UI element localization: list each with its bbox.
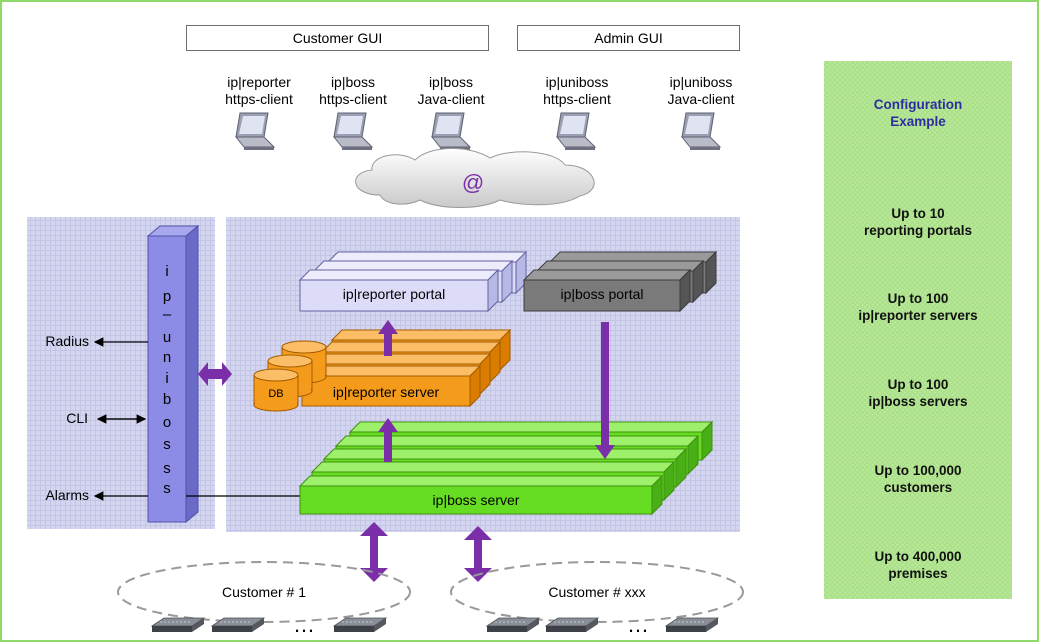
admin-gui-box: Admin GUI bbox=[517, 25, 740, 51]
boss-server-stack bbox=[298, 420, 714, 516]
config-item: Up to 10 reporting portals bbox=[824, 205, 1012, 239]
config-title: Configuration Example bbox=[824, 96, 1012, 130]
client-type: https-client bbox=[543, 91, 611, 107]
config-item-label: reporting portals bbox=[863, 223, 972, 238]
cli-label: CLI bbox=[66, 410, 88, 426]
radius-label: Radius bbox=[45, 333, 89, 349]
up-arrow-icon bbox=[378, 320, 398, 356]
uniboss-letter: s bbox=[163, 436, 171, 453]
client-name: ip|boss bbox=[330, 74, 376, 90]
customer-last-label: Customer # xxx bbox=[548, 584, 646, 600]
client-type: https-client bbox=[225, 91, 293, 107]
boss-server-label: ip|boss server bbox=[432, 492, 520, 508]
config-item-label: ip|reporter servers bbox=[858, 308, 978, 323]
customer-first-label: Customer # 1 bbox=[221, 584, 307, 600]
config-item-value: Up to 100 bbox=[887, 377, 949, 392]
flow-arrows bbox=[360, 320, 615, 582]
reporter-server-stack bbox=[300, 328, 512, 408]
database-icon bbox=[253, 340, 327, 412]
client-label: ip|uniboss Java-client bbox=[668, 74, 735, 108]
client-type: https-client bbox=[319, 91, 387, 107]
client-label: ip|reporter https-client bbox=[225, 74, 293, 108]
client-type: Java-client bbox=[417, 91, 485, 107]
config-panel bbox=[824, 61, 1012, 599]
alarms-label: Alarms bbox=[45, 487, 89, 503]
uniboss-letter: s bbox=[163, 480, 171, 497]
config-item: Up to 400,000 premises bbox=[824, 548, 1012, 582]
config-item: Up to 100,000 customers bbox=[824, 462, 1012, 496]
boss-portal-label: ip|boss portal bbox=[560, 286, 644, 302]
updown-arrow-icon bbox=[464, 526, 492, 582]
updown-arrow-icon bbox=[360, 522, 388, 582]
external-arrows bbox=[93, 337, 300, 501]
uniboss-letter: i bbox=[165, 263, 169, 280]
config-item: Up to 100 ip|boss servers bbox=[824, 376, 1012, 410]
config-item-value: Up to 100,000 bbox=[874, 463, 962, 478]
client-name: ip|boss bbox=[428, 74, 474, 90]
uniboss-letter: p bbox=[162, 288, 172, 305]
uniboss-letter: o bbox=[162, 414, 172, 431]
client-label: ip|boss Java-client bbox=[418, 74, 485, 108]
client-label: ip|boss https-client bbox=[319, 74, 387, 108]
uniboss-letter: i bbox=[165, 370, 169, 387]
uniboss-bar bbox=[146, 224, 200, 524]
config-item-value: Up to 10 bbox=[891, 206, 945, 221]
uniboss-letter: u bbox=[162, 329, 172, 346]
config-item-label: customers bbox=[883, 480, 953, 495]
reporter-server-label: ip|reporter server bbox=[332, 384, 440, 400]
uniboss-letter: – bbox=[162, 306, 172, 323]
uniboss-letter: s bbox=[163, 460, 171, 477]
client-name: ip|reporter bbox=[227, 74, 291, 90]
db-label: DB bbox=[268, 388, 284, 400]
config-title-line: Configuration bbox=[873, 97, 963, 112]
internet-cloud-icon bbox=[355, 148, 595, 208]
client-name: ip|uniboss bbox=[545, 74, 609, 90]
uniboss-letter: b bbox=[162, 391, 172, 408]
reporter-portal-stack bbox=[298, 250, 528, 313]
config-item: Up to 100 ip|reporter servers bbox=[824, 290, 1012, 324]
uniboss-letter: n bbox=[162, 349, 172, 366]
config-item-label: premises bbox=[888, 566, 948, 581]
boss-portal-stack bbox=[522, 250, 718, 313]
up-arrow-icon bbox=[378, 418, 398, 462]
reporter-portal-label: ip|reporter portal bbox=[342, 286, 446, 302]
customer-gui-box: Customer GUI bbox=[186, 25, 489, 51]
uniboss-link-arrow-icon bbox=[198, 362, 232, 386]
client-name: ip|uniboss bbox=[669, 74, 733, 90]
internet-label: @ bbox=[461, 170, 485, 195]
down-arrow-icon bbox=[595, 322, 615, 459]
config-item-label: ip|boss servers bbox=[868, 394, 968, 409]
client-type: Java-client bbox=[667, 91, 735, 107]
ellipsis-label: … bbox=[627, 612, 649, 637]
client-label: ip|uniboss https-client bbox=[543, 74, 611, 108]
config-item-value: Up to 400,000 bbox=[874, 549, 962, 564]
ellipsis-label: … bbox=[293, 612, 315, 637]
config-item-value: Up to 100 bbox=[887, 291, 949, 306]
config-title-line: Example bbox=[890, 114, 946, 129]
